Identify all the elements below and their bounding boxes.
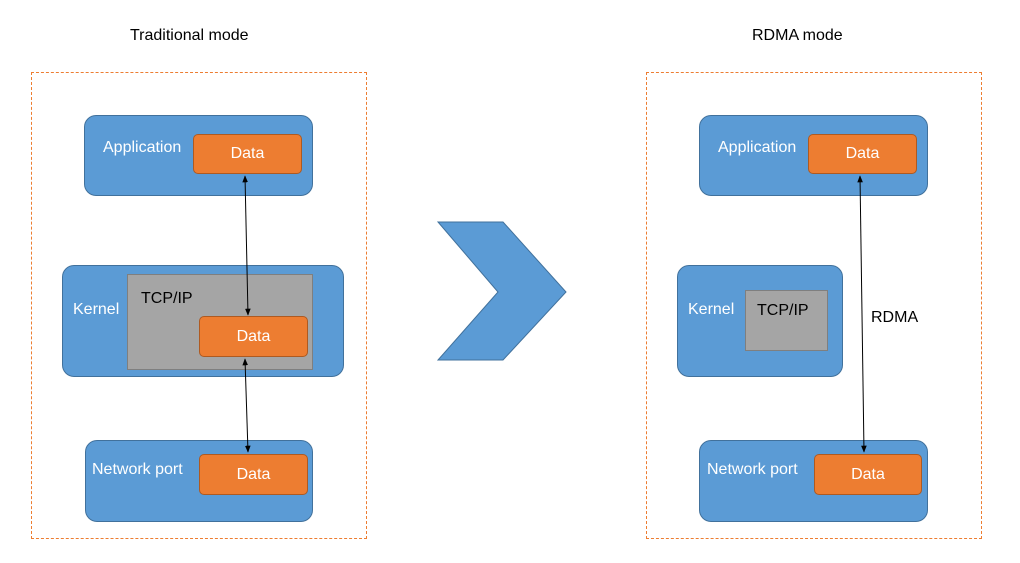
traditional-mode-frame — [31, 72, 367, 539]
traditional-app-kernel-arrow — [242, 175, 251, 316]
traditional-kernel-data: Data — [199, 316, 308, 357]
traditional-application-data: Data — [193, 134, 302, 174]
traditional-application-label: Application — [103, 139, 182, 156]
rdma-application-data: Data — [808, 134, 917, 174]
traditional-network-port-data: Data — [199, 454, 308, 495]
rdma-tcpip-label: TCP/IP — [757, 302, 809, 319]
rdma-kernel-label: Kernel — [688, 301, 735, 318]
rdma-mode-frame — [646, 72, 982, 539]
transition-chevron-icon — [436, 221, 567, 361]
traditional-kernel-network-arrow — [242, 358, 251, 453]
traditional-kernel-label: Kernel — [73, 301, 120, 318]
rdma-network-port-label: Network port — [707, 461, 798, 478]
rdma-app-network-arrow — [857, 175, 867, 453]
rdma-application-label: Application — [718, 139, 797, 156]
rdma-network-port-data: Data — [814, 454, 922, 495]
rdma-link-label: RDMA — [871, 309, 919, 326]
traditional-mode-title: Traditional mode — [130, 27, 249, 44]
rdma-tcpip-stack — [745, 290, 828, 351]
traditional-tcpip-label: TCP/IP — [141, 290, 193, 307]
traditional-network-port-label: Network port — [92, 461, 183, 478]
rdma-mode-title: RDMA mode — [752, 27, 843, 44]
